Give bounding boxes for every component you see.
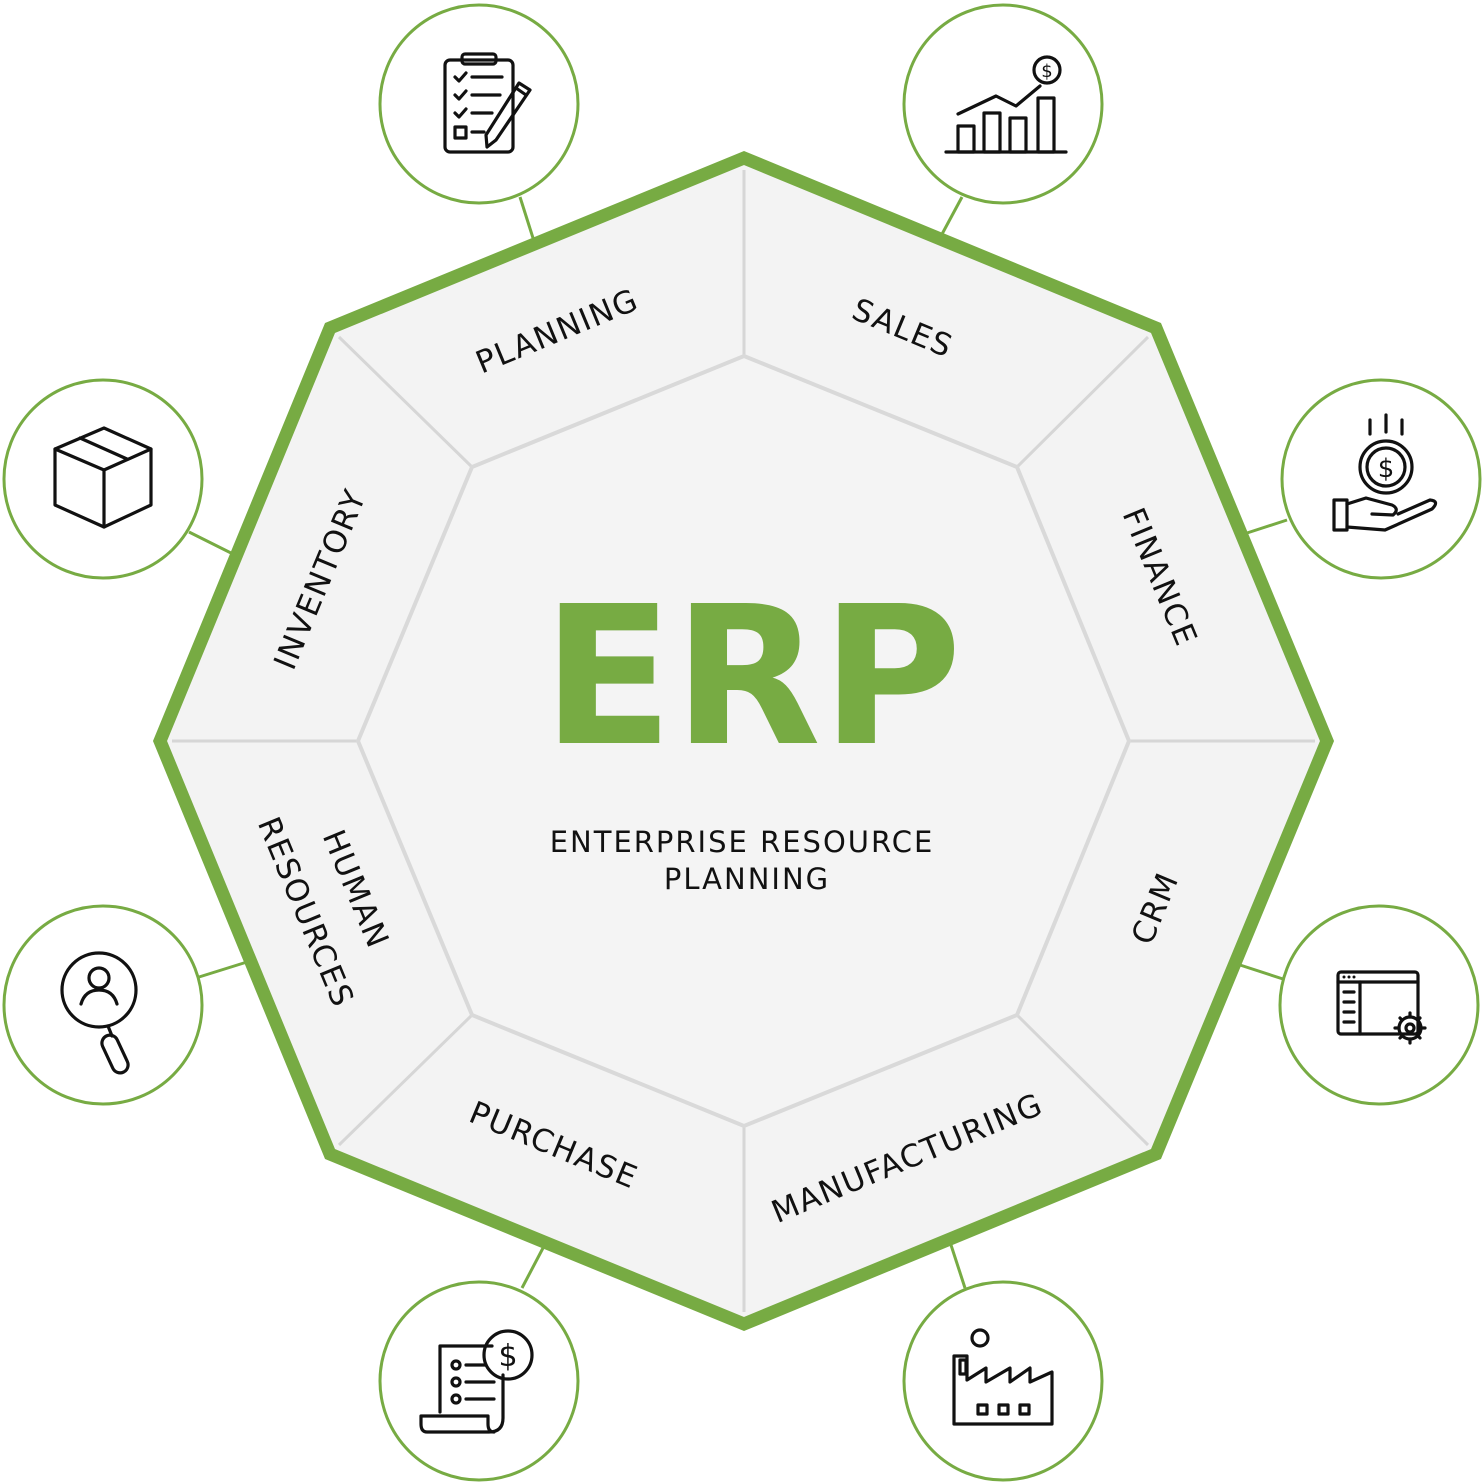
box-icon	[53, 426, 153, 529]
connector-manufacturing	[949, 1244, 967, 1289]
inner-octagon	[355, 353, 1132, 1129]
factory-icon	[952, 1328, 1054, 1426]
invoice-dollar-icon: $	[419, 1329, 534, 1434]
browser-settings-icon	[1336, 970, 1427, 1045]
svg-text:$: $	[498, 1339, 517, 1374]
svg-text:$: $	[1378, 454, 1395, 484]
svg-text:$: $	[1041, 61, 1052, 82]
hand-coin-icon: $	[1332, 413, 1438, 532]
circle-crm	[1278, 904, 1480, 1106]
connector-finance	[1246, 518, 1288, 535]
circle-sales	[902, 3, 1104, 205]
connectors	[188, 196, 1288, 1289]
clipboard-checklist-icon	[443, 52, 532, 154]
icon-circles	[2, 3, 1482, 1482]
circle-planning	[378, 3, 580, 205]
erp-title: ERP	[542, 566, 962, 789]
user-search-icon	[60, 951, 138, 1075]
divider-top-left	[337, 335, 474, 469]
connector-sales	[939, 196, 964, 237]
sales-growth-chart-icon: $	[944, 55, 1068, 154]
divider-bottom-right	[1015, 1013, 1150, 1147]
connector-crm	[1239, 963, 1284, 981]
erp-subtitle-line2: PLANNING	[664, 862, 830, 896]
connector-planning	[518, 196, 535, 239]
circle-finance	[1280, 378, 1482, 580]
divider-bottom-left	[337, 1013, 474, 1147]
browser-dots	[1342, 975, 1356, 979]
connector-human-resources	[198, 960, 248, 979]
connector-purchase	[520, 1247, 545, 1289]
connector-inventory	[188, 530, 234, 556]
erp-subtitle-line1: ENTERPRISE RESOURCE	[550, 825, 935, 859]
circle-human-resources	[2, 904, 204, 1106]
circle-manufacturing	[902, 1280, 1104, 1482]
divider-top-right	[1015, 335, 1150, 469]
segment-dividers	[172, 170, 1315, 1312]
